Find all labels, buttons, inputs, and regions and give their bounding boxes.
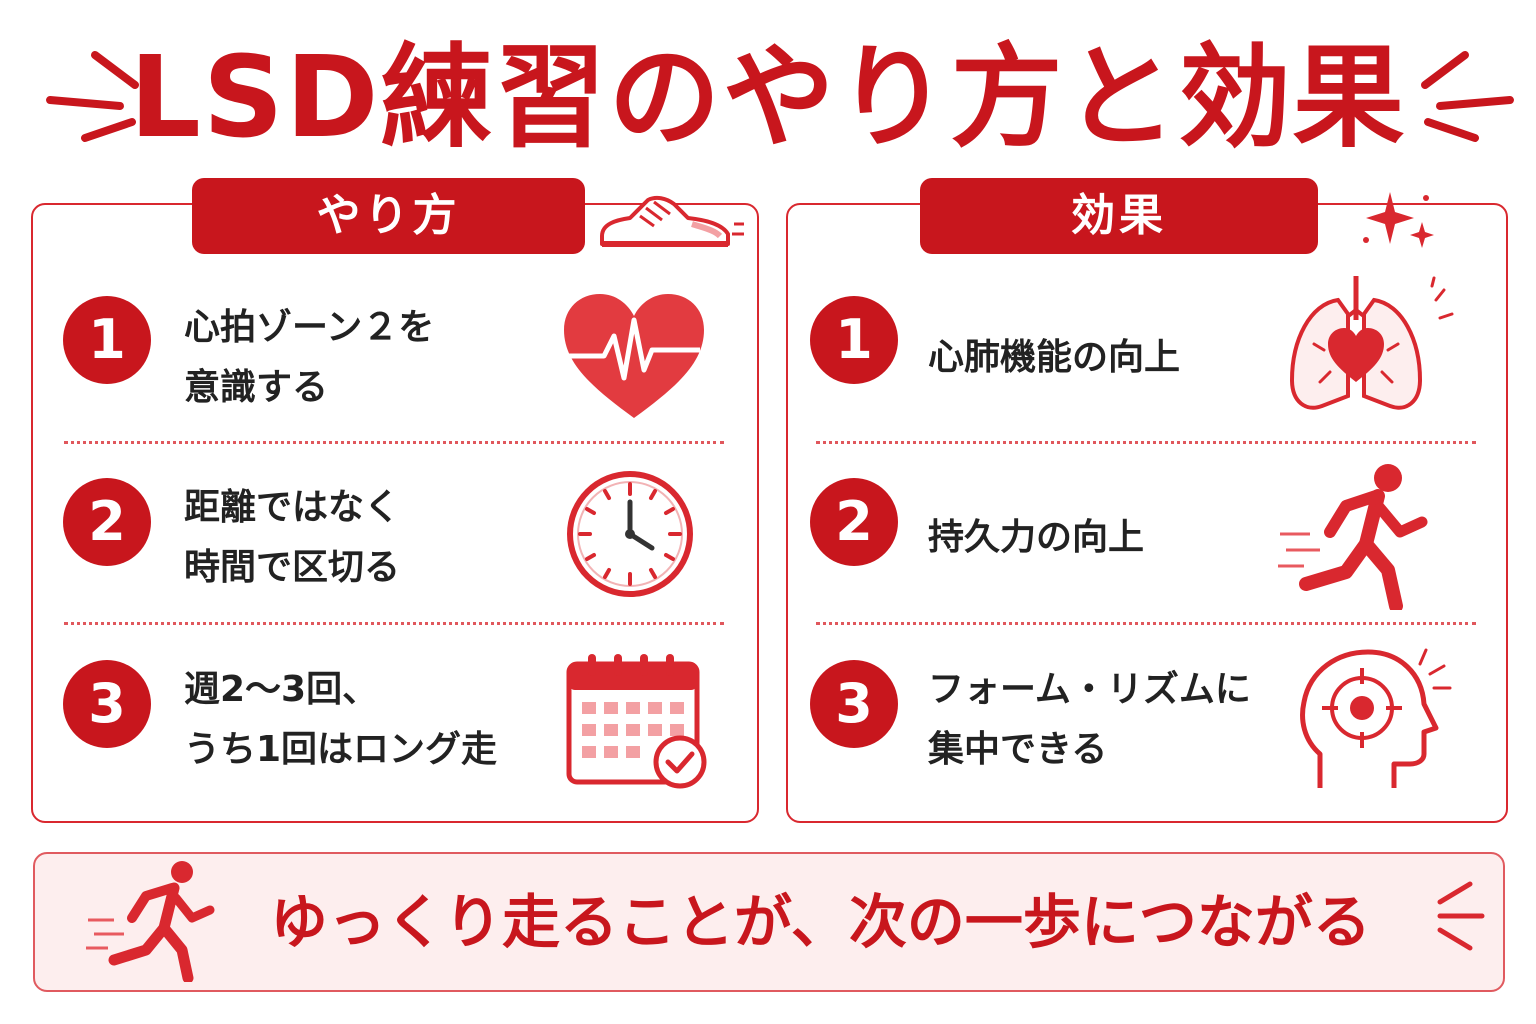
method-number-2: 2 bbox=[63, 478, 151, 566]
method-item-2: 距離ではなく時間で区切る bbox=[184, 487, 401, 588]
lungs-heart-icon bbox=[1289, 276, 1454, 410]
shoe-icon bbox=[600, 195, 744, 247]
clock-icon bbox=[567, 471, 693, 597]
effects-heading: 効果 bbox=[920, 178, 1318, 254]
effects-number-2: 2 bbox=[810, 478, 898, 566]
footer-banner bbox=[33, 852, 1505, 992]
effects-number-1: 1 bbox=[810, 296, 898, 384]
footer-runner-icon bbox=[86, 861, 215, 982]
calendar-check-icon bbox=[566, 654, 707, 789]
method-number-1: 1 bbox=[63, 296, 151, 384]
left-burst-icon bbox=[46, 51, 139, 142]
effects-item-1: 心肺機能の向上 bbox=[928, 337, 1181, 378]
effects-divider-1 bbox=[816, 441, 1476, 444]
method-heading: やり方 bbox=[192, 178, 585, 254]
method-divider-2 bbox=[64, 622, 724, 625]
runner-icon bbox=[1278, 464, 1428, 610]
heart-rate-icon bbox=[564, 294, 704, 418]
effects-item-2: 持久力の向上 bbox=[928, 517, 1145, 558]
page-title: LSD練習のやり方と効果 bbox=[129, 33, 1407, 163]
method-number-3: 3 bbox=[63, 660, 151, 748]
right-burst-icon bbox=[1421, 51, 1514, 142]
sparkle-icon bbox=[1363, 192, 1434, 248]
effects-item-3: フォーム・リズムに集中できる bbox=[928, 669, 1251, 770]
footer-burst-icon bbox=[1437, 881, 1485, 951]
method-item-3: 週2〜3回、うち1回はロング走 bbox=[184, 669, 498, 770]
effects-divider-2 bbox=[816, 622, 1476, 625]
effects-number-3: 3 bbox=[810, 660, 898, 748]
focus-head-icon bbox=[1300, 648, 1452, 788]
method-item-1: 心拍ゾーン２を意識する bbox=[184, 307, 435, 408]
method-divider-1 bbox=[64, 441, 724, 444]
footer-message: ゆっくり走ることが、次の一歩につながる bbox=[270, 888, 1371, 956]
